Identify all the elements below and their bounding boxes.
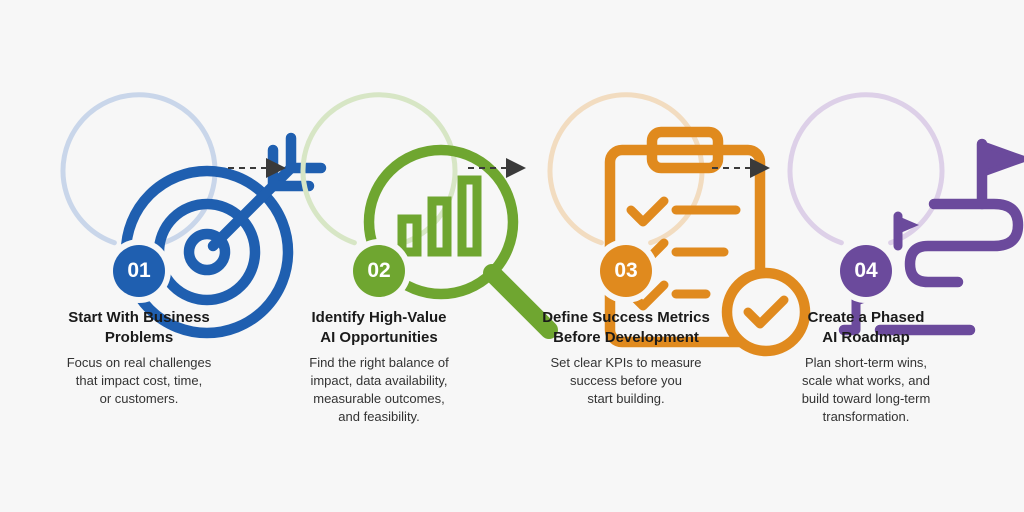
step-2-number-badge: 02 [353, 245, 405, 297]
flow-arrow-2 [466, 156, 528, 180]
chart-magnifier-icon [339, 120, 558, 339]
step-4-ring: 04 [746, 90, 1024, 336]
step-1-ring: 01 [19, 90, 327, 339]
step-4-description: Plan short-term wins, scale what works, … [801, 355, 931, 424]
clipboard-check-icon [586, 120, 811, 357]
step-4-ring-arc [787, 92, 945, 246]
step-1-title: Start With Business Problems [68, 309, 210, 346]
step-1-ring-arc [60, 92, 218, 246]
step-1-description: Focus on real challenges that impact cos… [66, 355, 212, 406]
step-2-title: Identify High-Value AI Opportunities [311, 309, 447, 346]
target-icon [99, 120, 327, 339]
step-2: 02 Identify High-Value AI Opportunities … [259, 0, 558, 512]
step-4-title: Create a Phased AI Roadmap [807, 309, 925, 346]
step-3-ring-arc [547, 92, 705, 246]
step-3-ring: 03 [506, 90, 811, 357]
step-4: 04 Create a Phased AI Roadmap Plan short… [746, 0, 1024, 512]
step-1: 01 Start With Business Problems Focus on… [19, 0, 327, 512]
step-3-title: Define Success Metrics Before Developmen… [542, 309, 710, 346]
step-2-ring: 02 [259, 90, 558, 339]
step-2-description: Find the right balance of impact, data a… [309, 355, 449, 424]
step-3: 03 Define Success Metrics Before Develop… [506, 0, 811, 512]
roadmap-flags-icon [826, 120, 1024, 336]
flow-arrow-1 [226, 156, 288, 180]
step-3-number-badge: 03 [600, 245, 652, 297]
step-3-description: Set clear KPIs to measure success before… [550, 355, 702, 406]
step-1-number-badge: 01 [113, 245, 165, 297]
flow-arrow-3 [710, 156, 772, 180]
step-4-number-badge: 04 [840, 245, 892, 297]
